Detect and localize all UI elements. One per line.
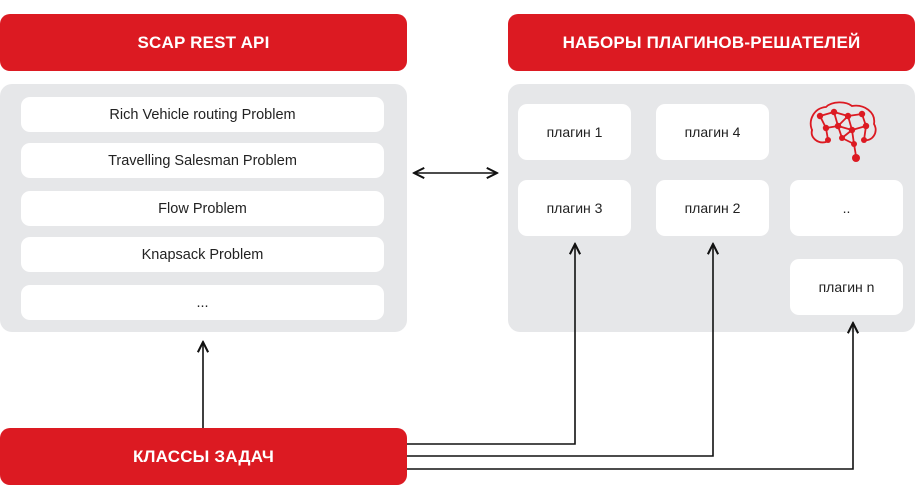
plugin-ellipsis-card: .. — [790, 180, 903, 236]
problem-item-knapsack: Knapsack Problem — [21, 237, 384, 272]
arrow-to-plugin-n — [407, 323, 853, 470]
plugin-1-card: плагин 1 — [518, 104, 631, 160]
scap-rest-api-header: SCAP REST API — [0, 14, 407, 71]
plugin-sets-header: НАБОРЫ ПЛАГИНОВ-РЕШАТЕЛЕЙ — [508, 14, 915, 71]
plugin-3-card: плагин 3 — [518, 180, 631, 236]
plugin-2-card: плагин 2 — [656, 180, 769, 236]
plugin-4-card: плагин 4 — [656, 104, 769, 160]
problem-item-ellipsis: ... — [21, 285, 384, 320]
problem-item-travelling-salesman: Travelling Salesman Problem — [21, 143, 384, 178]
task-classes-bar: КЛАССЫ ЗАДАЧ — [0, 428, 407, 485]
problem-item-rich-vehicle-routing: Rich Vehicle routing Problem — [21, 97, 384, 132]
brain-network-icon — [809, 101, 877, 162]
problem-item-flow: Flow Problem — [21, 191, 384, 226]
plugin-n-card: плагин n — [790, 259, 903, 315]
